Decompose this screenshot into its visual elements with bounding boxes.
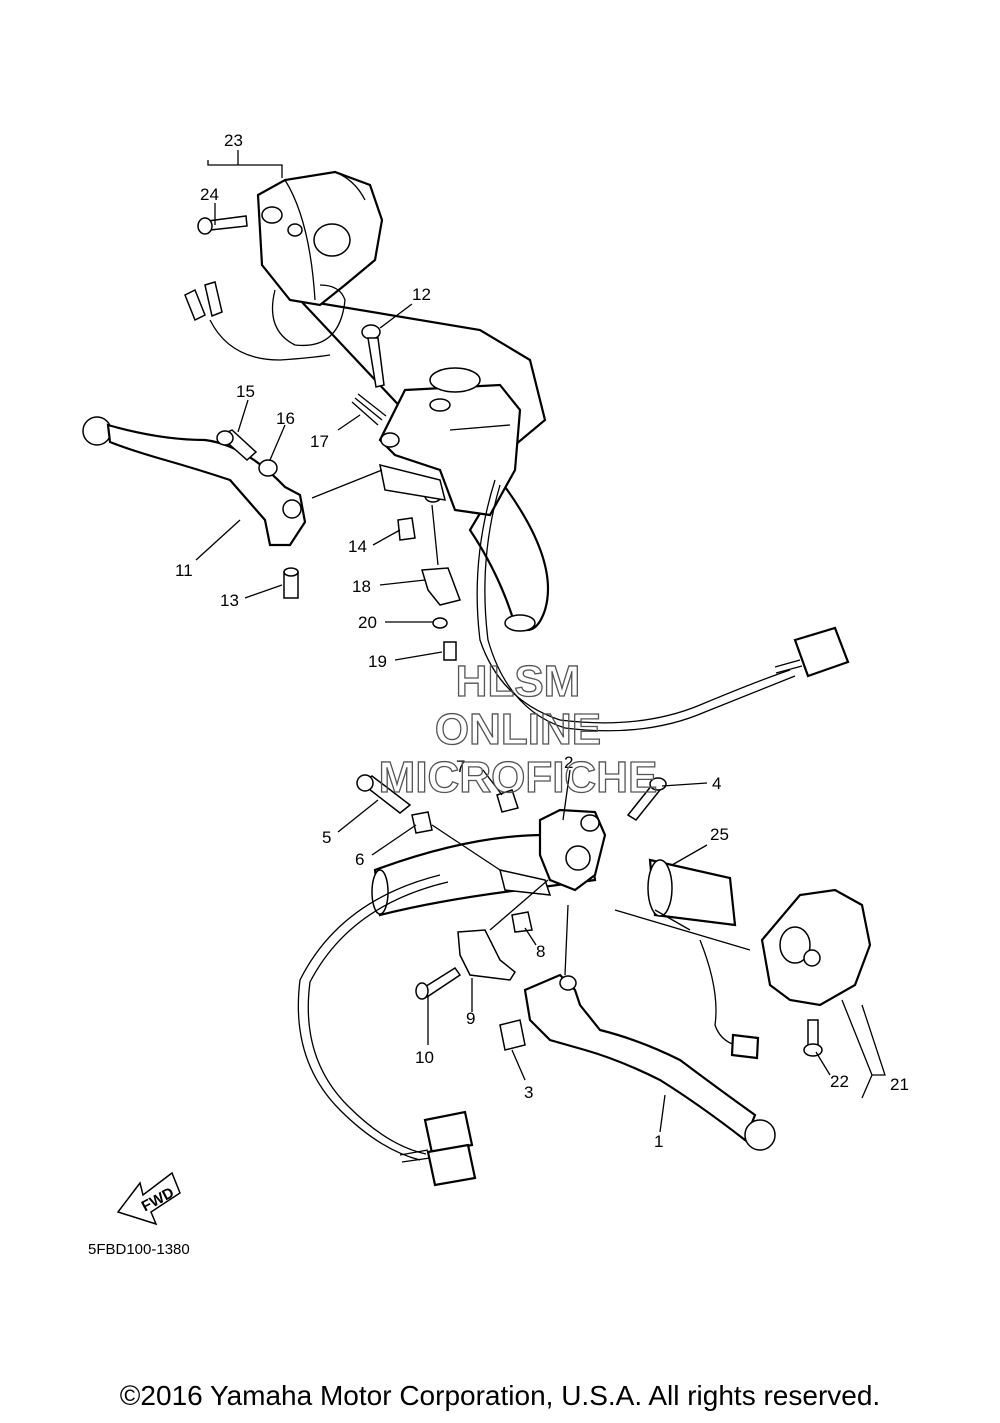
callout-9: 9 <box>466 1009 475 1028</box>
callout-13: 13 <box>220 591 239 610</box>
watermark: HLSM ONLINE MICROFICHE <box>378 656 658 802</box>
watermark-line-1: HLSM <box>456 657 581 706</box>
callout-5: 5 <box>322 828 331 847</box>
callout-11: 11 <box>175 561 193 580</box>
callout-16: 16 <box>276 409 295 428</box>
callout-23: 23 <box>224 131 243 150</box>
callout-21: 21 <box>890 1075 909 1094</box>
callout-8: 8 <box>536 942 545 961</box>
callout-6: 6 <box>355 850 364 869</box>
callout-25: 25 <box>710 825 729 844</box>
callout-10: 10 <box>415 1048 434 1067</box>
diagram-code: 5FBD100-1380 <box>88 1241 190 1258</box>
leader-lines <box>195 150 886 1133</box>
callout-4: 4 <box>712 774 721 793</box>
callout-14: 14 <box>348 537 367 556</box>
callout-22: 22 <box>830 1072 849 1091</box>
callout-12: 12 <box>412 285 431 304</box>
callout-17: 17 <box>310 432 329 451</box>
callout-7: 7 <box>456 757 465 776</box>
callout-labels: 1 2 3 4 5 6 7 8 9 10 11 12 13 14 15 16 1… <box>175 131 909 1151</box>
callout-3: 3 <box>524 1083 533 1102</box>
watermark-line-3: MICROFICHE <box>379 753 658 802</box>
callout-15: 15 <box>236 382 255 401</box>
fwd-arrow-icon: FWD <box>116 1171 181 1226</box>
lower-assembly <box>297 774 872 1187</box>
callout-2: 2 <box>564 753 573 772</box>
copyright-notice: ©2016 Yamaha Motor Corporation, U.S.A. A… <box>119 1380 881 1411</box>
watermark-line-2: ONLINE <box>435 705 601 754</box>
callout-18: 18 <box>352 577 371 596</box>
callout-19: 19 <box>368 652 387 671</box>
callout-1: 1 <box>654 1132 663 1151</box>
callout-24: 24 <box>200 185 219 204</box>
upper-assembly <box>82 170 850 732</box>
callout-20: 20 <box>358 613 377 632</box>
